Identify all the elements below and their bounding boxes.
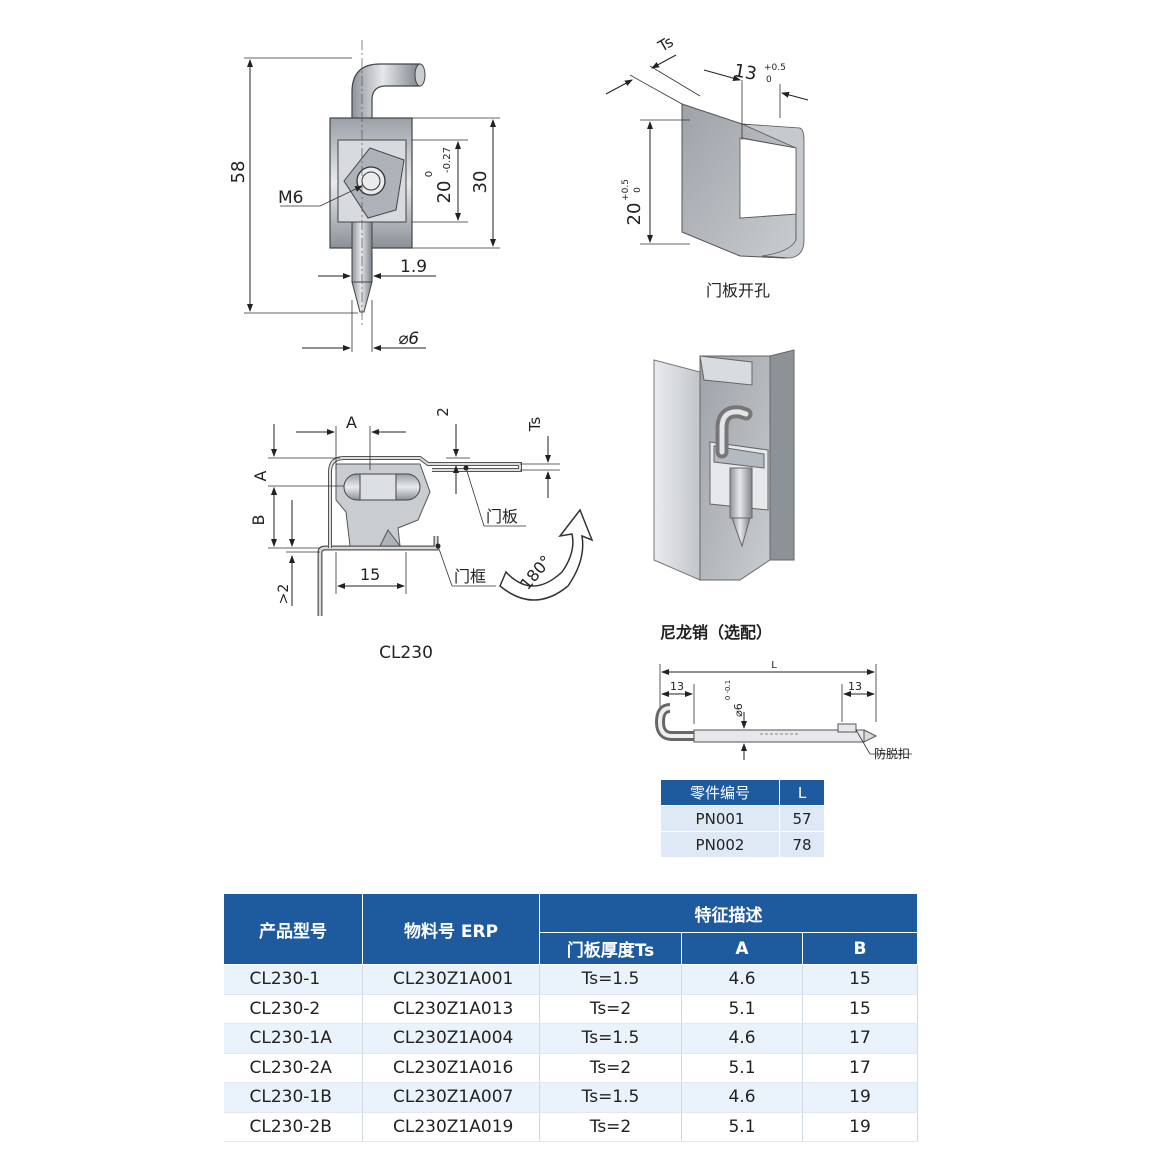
cell-a: 4.6: [681, 1082, 803, 1113]
dim-b: B: [249, 515, 268, 526]
spec-table-row: CL230-1A CL230Z1A004 Ts=1.5 4.6 17: [223, 1023, 918, 1054]
cell-a: 5.1: [681, 1053, 803, 1083]
cell-ts: Ts=1.5: [539, 1082, 682, 1113]
cell-model: CL230-2: [223, 994, 363, 1024]
header-model: 产品型号: [223, 893, 363, 965]
header-ts: 门板厚度Ts: [539, 932, 682, 965]
section-view: A A B >2 15 2 Ts 门板: [249, 407, 594, 663]
cell-erp: CL230Z1A004: [362, 1023, 540, 1054]
cell-model: CL230-1A: [223, 1023, 363, 1054]
dim-13-left: 13: [670, 680, 684, 693]
cell-a: 4.6: [681, 964, 803, 995]
door-cutout-label: 门板开孔: [706, 281, 770, 300]
cell-model: CL230-2A: [223, 1053, 363, 1083]
dim-a-top: A: [346, 413, 357, 432]
header-erp: 物料号 ERP: [362, 893, 540, 965]
spec-table: 产品型号 物料号 ERP 特征描述 门板厚度Ts A B CL230-1 CL2…: [223, 893, 918, 1142]
dim-20c-tol-top: +0.5: [621, 179, 631, 201]
cell-erp: CL230Z1A019: [362, 1112, 540, 1142]
dim-l: L: [771, 660, 777, 671]
dim-20-tol-top: 0: [424, 171, 435, 177]
cell-model: CL230-1: [223, 964, 363, 995]
cell-erp: CL230Z1A007: [362, 1082, 540, 1113]
cell-a: 5.1: [681, 994, 803, 1024]
dim-13-tol-top: +0.5: [764, 63, 786, 73]
cell-b: 19: [802, 1082, 918, 1113]
dim-ts-cutout: Ts: [654, 33, 677, 56]
dim-13-tol-bottom: 0: [766, 75, 772, 85]
spec-table-row: CL230-2B CL230Z1A019 Ts=2 5.1 19: [223, 1112, 918, 1142]
cell-erp: CL230Z1A013: [362, 994, 540, 1024]
nylon-pin-table: 零件编号 L PN001 57 PN002 78: [660, 779, 825, 858]
dim-58: 58: [228, 161, 249, 184]
dim-30: 30: [470, 171, 491, 194]
spec-table-header-row: 产品型号 物料号 ERP 特征描述: [223, 893, 918, 965]
nylon-pin-title: 尼龙销（选配）: [660, 623, 772, 642]
door-cutout-view: Ts 13 +0.5 0 20 +0.5 0 门板开孔: [605, 33, 809, 300]
anti-drop-label: 防脱扣: [874, 746, 910, 761]
pin-table-header-l: L: [779, 779, 825, 806]
dim-13-cutout: 13: [732, 60, 758, 85]
model-label-cl230: CL230: [379, 643, 433, 663]
dim-2: 2: [434, 407, 452, 417]
header-b: B: [802, 932, 918, 965]
cell-b: 17: [802, 1023, 918, 1054]
cell-model: CL230-1B: [223, 1082, 363, 1113]
dim-20-cutout: 20: [624, 203, 645, 226]
technical-drawing: 58 M6 20 0 -0.27 30 1.9 ⌀6: [228, 33, 912, 761]
assembly-3d-view: [653, 349, 795, 581]
cell-ts: Ts=2: [539, 1053, 682, 1083]
dim-20: 20: [434, 181, 455, 204]
cell-model: CL230-2B: [223, 1112, 363, 1142]
dim-15: 15: [360, 565, 380, 584]
header-a: A: [681, 932, 803, 965]
cell-b: 19: [802, 1112, 918, 1142]
dim-20c-tol-bottom: 0: [633, 187, 643, 193]
pin-table-cell: 57: [779, 805, 825, 832]
cell-b: 15: [802, 994, 918, 1024]
spec-table-row: CL230-2A CL230Z1A016 Ts=2 5.1 17: [223, 1053, 918, 1083]
cell-ts: Ts=1.5: [539, 964, 682, 995]
cell-b: 15: [802, 964, 918, 995]
pin-table-cell: 78: [779, 831, 825, 858]
dim-gt2: >2: [276, 584, 292, 605]
dim-dia-pin-tol: 0 -0.1: [724, 680, 732, 700]
cell-ts: Ts=2: [539, 1112, 682, 1142]
pin-table-cell: PN001: [660, 805, 780, 832]
dim-dia6: ⌀6: [398, 329, 419, 349]
door-frame-label: 门框: [454, 567, 486, 586]
pin-table-row: PN001 57: [660, 805, 825, 832]
spec-table-row: CL230-1 CL230Z1A001 Ts=1.5 4.6 15: [223, 964, 918, 995]
pin-table-header-part-no: 零件编号: [660, 779, 780, 806]
spec-table-row: CL230-2 CL230Z1A013 Ts=2 5.1 15: [223, 994, 918, 1024]
spec-table-row: CL230-1B CL230Z1A007 Ts=1.5 4.6 19: [223, 1082, 918, 1113]
dim-m6: M6: [278, 188, 303, 208]
cell-ts: Ts=2: [539, 994, 682, 1024]
pin-table-cell: PN002: [660, 831, 780, 858]
header-features: 特征描述: [539, 893, 918, 933]
cell-erp: CL230Z1A016: [362, 1053, 540, 1083]
dim-ts-section: Ts: [526, 417, 544, 433]
pin-table-header-row: 零件编号 L: [660, 779, 825, 806]
spec-table-subheader-row: 门板厚度Ts A B: [224, 932, 918, 965]
dim-dia-pin: ⌀6: [732, 703, 745, 717]
dim-a-side: A: [251, 470, 270, 481]
pin-table-row: PN002 78: [660, 831, 825, 858]
dim-13-right: 13: [848, 680, 862, 693]
cell-b: 17: [802, 1053, 918, 1083]
cell-ts: Ts=1.5: [539, 1023, 682, 1054]
dim-20-tol-bottom: -0.27: [442, 147, 453, 173]
main-hinge-view: 58 M6 20 0 -0.27 30 1.9 ⌀6: [228, 40, 500, 352]
dim-1-9: 1.9: [400, 257, 427, 277]
nylon-pin-view: 尼龙销（选配） L 13 13 ⌀6 0 -0.1 防脱扣: [654, 623, 912, 761]
door-panel-label: 门板: [486, 507, 518, 526]
cell-erp: CL230Z1A001: [362, 964, 540, 995]
cell-a: 5.1: [681, 1112, 803, 1142]
cell-a: 4.6: [681, 1023, 803, 1054]
